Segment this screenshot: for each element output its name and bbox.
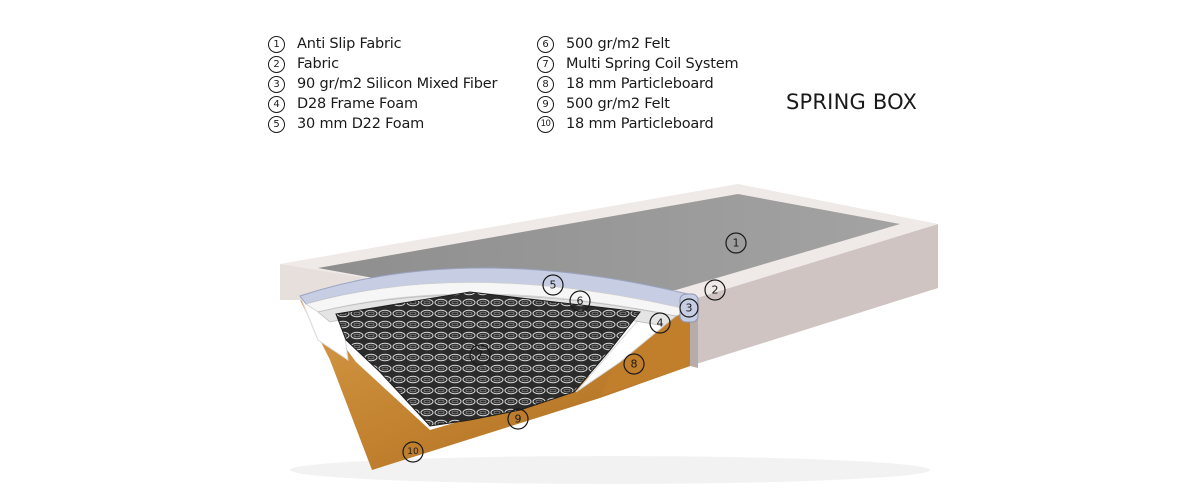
legend-column-right: 6 500 gr/m2 Felt 7 Multi Spring Coil Syste… xyxy=(537,34,739,134)
callout-label: 9 xyxy=(515,413,522,426)
callout-10: 10 xyxy=(402,441,424,463)
callout-9: 9 xyxy=(507,408,529,430)
side-fabric-face xyxy=(690,224,938,366)
callout-4: 4 xyxy=(649,312,671,334)
particleboard-wall xyxy=(600,304,690,396)
callout-label: 4 xyxy=(657,317,664,330)
callout-label: 6 xyxy=(577,295,584,308)
number-badge: 3 xyxy=(268,75,285,93)
legend-item: 8 18 mm Particleboard xyxy=(537,74,738,94)
legend-item: 9 500 gr/m2 Felt xyxy=(537,94,738,114)
number-badge: 8 xyxy=(537,75,554,93)
number-badge: 1 xyxy=(268,35,285,53)
number-badge: 6 xyxy=(537,35,554,53)
top-anti-slip-fabric xyxy=(318,194,900,290)
callout-3: 3 xyxy=(679,298,699,318)
callout-label: 7 xyxy=(477,349,484,362)
particleboard-base xyxy=(300,300,690,470)
callout-7: 7 xyxy=(469,344,491,366)
spring-coil-system xyxy=(335,291,641,427)
number-badge: 2 xyxy=(268,55,285,73)
number-badge: 4 xyxy=(268,95,285,113)
number-badge: 5 xyxy=(268,115,285,133)
legend-item: 6 500 gr/m2 Felt xyxy=(537,34,738,54)
callout-5: 5 xyxy=(542,274,564,296)
legend-label: 30 mm D22 Foam xyxy=(297,116,425,132)
legend-item: 7 Multi Spring Coil System xyxy=(537,54,739,74)
legend-label: 500 gr/m2 Felt xyxy=(566,36,670,52)
legend-label: 18 mm Particleboard xyxy=(566,116,714,132)
legend-item: 10 18 mm Particleboard xyxy=(537,114,738,134)
callout-6: 6 xyxy=(569,290,591,312)
legend-label: 18 mm Particleboard xyxy=(566,76,714,92)
callout-label: 5 xyxy=(550,279,557,292)
legend-column-left: 1 Anti Slip Fabric 2 Fabric 3 90 gr/m2 Sili… xyxy=(268,34,497,134)
legend-label: 500 gr/m2 Felt xyxy=(566,96,670,112)
legend-item: 5 30 mm D22 Foam xyxy=(268,114,497,134)
legend-label: Fabric xyxy=(297,56,339,72)
callout-label: 2 xyxy=(712,284,719,297)
diagram-title: SPRING BOX xyxy=(786,90,918,114)
callout-2: 2 xyxy=(704,279,726,301)
legend-label: 90 gr/m2 Silicon Mixed Fiber xyxy=(297,76,498,92)
number-badge: 10 xyxy=(537,115,554,133)
legend-item: 1 Anti Slip Fabric xyxy=(268,34,497,54)
legend-label: Multi Spring Coil System xyxy=(566,56,739,72)
legend-item: 4 D28 Frame Foam xyxy=(268,94,497,114)
legend-item: 3 90 gr/m2 Silicon Mixed Fiber xyxy=(268,74,497,94)
callout-label: 8 xyxy=(631,358,638,371)
number-badge: 9 xyxy=(537,95,554,113)
callout-label: 1 xyxy=(733,237,740,250)
callout-8: 8 xyxy=(623,353,645,375)
callout-1: 1 xyxy=(725,232,747,254)
number-badge: 7 xyxy=(537,55,554,73)
drop-shadow xyxy=(290,456,930,484)
legend-item: 2 Fabric xyxy=(268,54,497,74)
callout-label: 10 xyxy=(407,447,419,457)
callout-label: 3 xyxy=(686,302,693,315)
legend-label: D28 Frame Foam xyxy=(297,96,418,112)
legend-label: Anti Slip Fabric xyxy=(297,36,402,52)
